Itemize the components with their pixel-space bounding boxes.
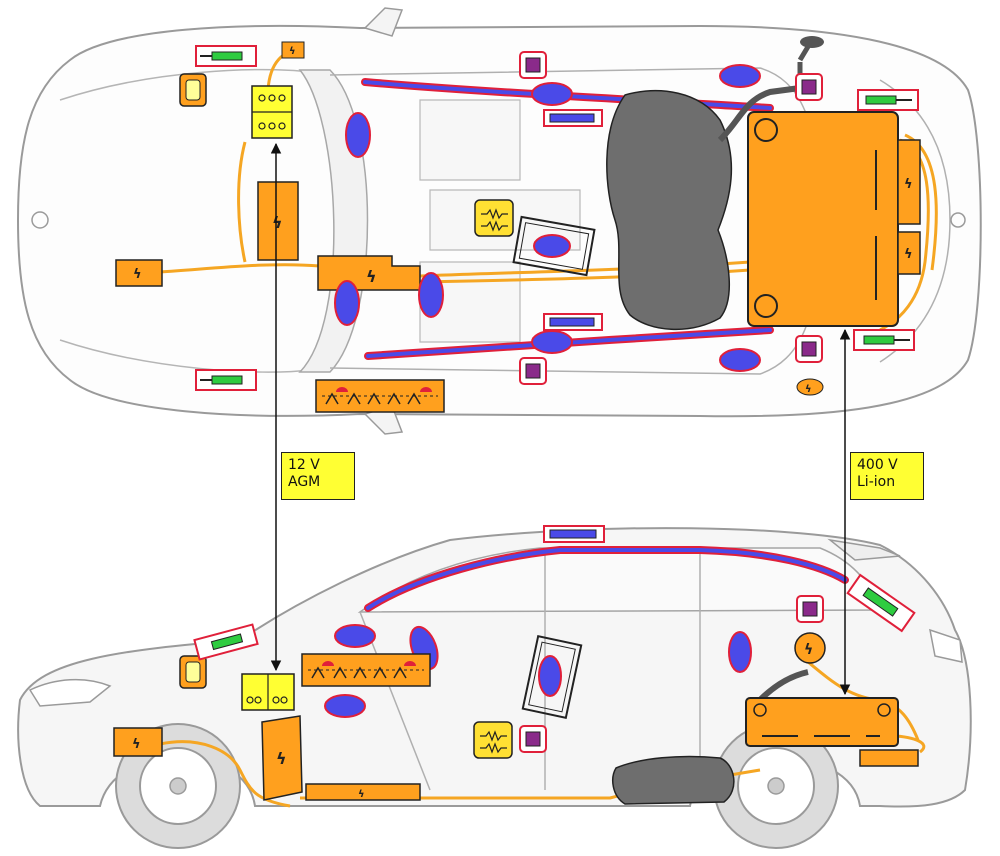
fuel-cap-top-head — [800, 36, 824, 48]
label-400v-li-ion: 400 V Li-ion — [850, 452, 924, 500]
hv-battery-400v-side — [745, 697, 899, 747]
car-side-front-wheel-center — [169, 777, 187, 795]
car-side-headlight — [28, 678, 112, 707]
hv-symbol: ϟ — [272, 213, 283, 232]
airbag-stick-top — [543, 109, 603, 331]
knee-airbag-top — [512, 215, 596, 277]
car-side-view — [17, 527, 972, 849]
hv-component-front-top — [115, 259, 163, 287]
label-12v-line2: AGM — [288, 474, 321, 490]
fuel-filler-pipe-side — [757, 669, 809, 703]
label-400v-line2: Li-ion — [857, 474, 896, 490]
belt-tensioner-top-front-right — [195, 369, 257, 391]
belt-tensioner-top-rear-left — [857, 89, 919, 111]
car-top-front-emblem — [31, 211, 49, 229]
fuse-notice-side-inner — [185, 661, 201, 683]
hv-charger-top-2 — [897, 231, 921, 275]
label-12v-agm: 12 V AGM — [281, 452, 355, 500]
hv-battery-top-mount-1 — [754, 118, 778, 142]
fuel-filler-pipe-top — [717, 85, 801, 143]
hv-symbol: ϟ — [132, 737, 141, 752]
hv-symbol: ϟ — [805, 384, 812, 395]
hv-charge-port-top — [796, 378, 824, 396]
pressure-sensor-top — [474, 199, 514, 237]
knee-airbag-side — [521, 635, 583, 719]
hv-symbol: ϟ — [904, 247, 913, 262]
fuel-tank-top — [606, 89, 733, 331]
belt-tensioner-side-front — [193, 623, 259, 661]
fuse-notice-top-inner — [185, 79, 201, 101]
hv-battery-side-mount-2 — [877, 703, 891, 717]
hv-charger-top-1 — [897, 139, 921, 225]
battery-12v-top-cells — [252, 94, 292, 130]
hv-charger-side — [859, 749, 919, 767]
hv-small-unit-top — [281, 41, 305, 59]
hv-symbol: ϟ — [289, 46, 296, 57]
car-top-rear-section — [879, 79, 951, 363]
belt-tensioner-top-front-left — [195, 45, 257, 67]
glass-warning-strip-side — [301, 653, 431, 687]
hv-module-side — [261, 715, 303, 801]
car-side-taillight — [929, 628, 963, 663]
battery-12v-side-cells — [246, 674, 288, 710]
gas-generator-side — [519, 595, 824, 753]
glass-warning-strip-top — [315, 379, 445, 413]
car-top-mirror-left — [363, 7, 404, 37]
belt-tensioner-top-rear-right — [853, 329, 915, 351]
hv-charge-port-side — [794, 632, 826, 664]
hv-component-front-side — [113, 727, 163, 757]
hv-symbol: ϟ — [276, 749, 287, 768]
pressure-sensor-side — [473, 721, 513, 759]
fuel-tank-side — [612, 755, 735, 805]
hv-cable-duct-side — [305, 783, 421, 801]
curtain-airbag-side-core — [366, 548, 847, 610]
car-top-rear-emblem — [950, 212, 966, 228]
hv-symbol: ϟ — [133, 267, 142, 282]
car-top-hood-line — [59, 68, 311, 373]
belt-tensioner-side-rear — [846, 573, 916, 633]
gas-generator-top — [519, 51, 823, 385]
label-12v-line1: 12 V — [288, 457, 320, 473]
label-400v-line1: 400 V — [857, 457, 898, 473]
hv-battery-top-mount-2 — [754, 294, 778, 318]
airbags-top — [334, 64, 761, 372]
hv-symbol: ϟ — [358, 789, 365, 800]
car-side-rear-wheel-center — [767, 777, 785, 795]
hv-battery-side-mount-1 — [753, 703, 767, 717]
hv-symbol: ϟ — [804, 642, 813, 658]
hv-symbol: ϟ — [366, 267, 377, 286]
hv-symbol: ϟ — [904, 177, 913, 192]
airbag-stick-side — [543, 525, 605, 543]
